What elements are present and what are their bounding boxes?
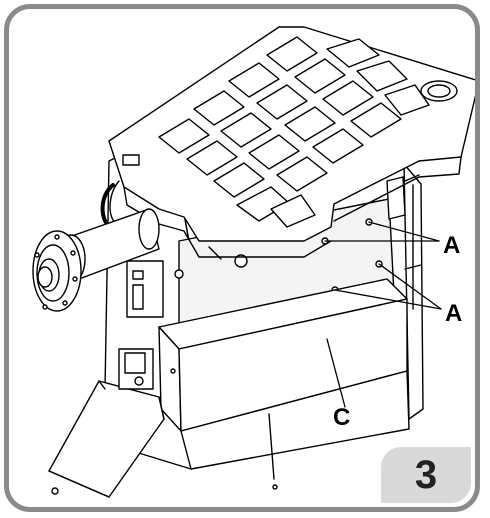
callout-label-c: C [333, 404, 350, 431]
callout-leaders [324, 221, 442, 408]
callout-label-a-lower: A [445, 300, 462, 327]
wheel-balancer-drawing: A A C [32, 26, 475, 498]
brake-pedal [48, 348, 165, 498]
shaft-flange [32, 230, 82, 312]
machine-base [180, 370, 410, 480]
accessory-tray [108, 26, 475, 258]
step-number-badge: 3 [381, 447, 471, 503]
figure-frame: A A C 3 [4, 4, 480, 512]
callout-label-a-upper: A [443, 232, 460, 259]
